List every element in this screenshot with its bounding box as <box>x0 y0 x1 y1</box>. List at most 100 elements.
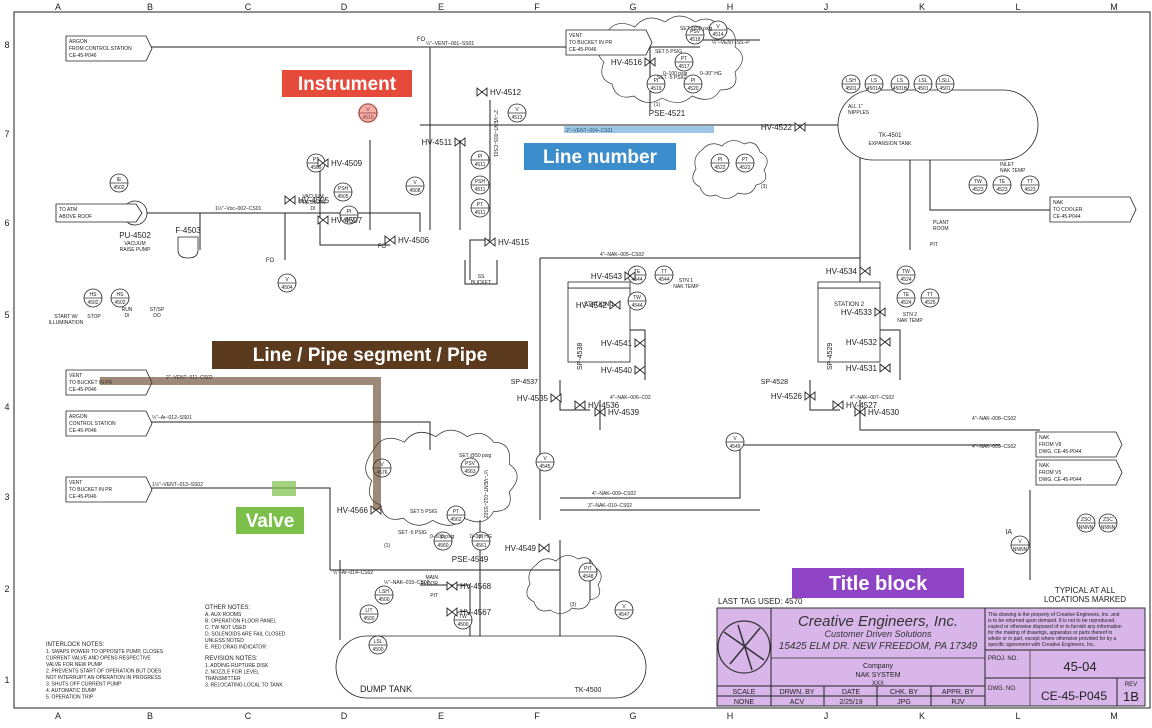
pump-desc-2: RAISE PUMP <box>120 247 152 253</box>
instrument-tag: V <box>543 456 547 462</box>
valve-hv-4536: HV-4536 <box>574 400 620 410</box>
offpage-nak_cooler <box>1049 196 1137 223</box>
company-address: 15425 ELM DR. NEW FREEDOM, PA 17349 <box>779 641 978 652</box>
revision-notes-title: REVISION NOTES: <box>205 656 258 662</box>
offpage-atm-text: ABOVE ROOF <box>59 214 92 220</box>
instrument-number: 4524 <box>900 300 911 306</box>
nipples-2: NIPPLES <box>848 110 870 116</box>
revision-note: 2. NOZZLE FOR LEVEL <box>205 670 259 676</box>
valve-tag: HV-4535 <box>517 394 549 403</box>
valve-hv-4512: HV-4512 <box>476 87 522 97</box>
inlet-temp-2: NAK TEMP <box>1000 168 1026 174</box>
instrument-tag: LSL <box>374 639 383 645</box>
grid-col-G: G <box>629 2 636 12</box>
instrument-tag: V <box>413 180 417 186</box>
stn2-label: STN 2 <box>903 312 917 318</box>
valve-tag: HV-4530 <box>868 408 900 417</box>
grid-col-K: K <box>919 2 925 12</box>
dwg-no: CE-45-P045 <box>1041 689 1107 703</box>
offpage-nak_v8 <box>1035 431 1123 458</box>
line-number-vent_ss: ½"–VENT–SS–P <box>712 39 750 46</box>
instrument-callout: Instrument <box>298 74 397 95</box>
instrument-number: 4562 <box>450 517 461 523</box>
instrument-tag: LSH <box>379 589 389 595</box>
offpage-argon_mid-text: ARGON <box>69 414 88 420</box>
offpage-nak_cooler-text: NAK <box>1053 200 1064 206</box>
instrument-tag: PI <box>654 78 659 84</box>
instrument-number: 4500 <box>378 597 389 603</box>
grid-row-5: 5 <box>4 310 9 320</box>
grid-col-D: D <box>341 2 348 12</box>
pse-top: PSE-4521 <box>649 109 686 118</box>
instrument-number: 4522 <box>739 165 750 171</box>
valve-tag: HV-4540 <box>601 366 633 375</box>
valve-hv-4506: HV-4506 <box>384 235 430 245</box>
system-sub: XXX <box>872 681 884 687</box>
tb-header: DATE <box>842 689 860 696</box>
valve-tag: HV-4534 <box>826 267 858 276</box>
instrument-tag: PSV <box>465 461 476 467</box>
offpage-vent_low <box>65 476 153 503</box>
instrument-number: 4563 <box>464 469 475 475</box>
revision-note: TRANSMITTER <box>205 676 241 682</box>
instrument-number: 4513 <box>511 115 522 121</box>
company-slogan: Customer Driven Solutions <box>824 629 932 639</box>
revision-clouds <box>365 15 768 614</box>
labels: ½"–VENT–001–SS012"–VENT–004–CS011½"–Voc–… <box>49 26 1127 694</box>
grid-col-bottom-L: L <box>1015 711 1020 721</box>
instrument-tag: V <box>1018 539 1022 545</box>
instrument-number: 4544 <box>658 277 669 283</box>
valve-tag: HV-4516 <box>611 58 643 67</box>
line-number-nak015: ½"–NAK–015–CS02 <box>384 579 430 586</box>
set-range_low1: 0–100 psig <box>430 534 455 540</box>
line-number-nak008: 4"–NAK–008–CS02 <box>972 416 1016 422</box>
instrument-tag: TT <box>661 269 667 275</box>
valve-tag: HV-4568 <box>460 582 492 591</box>
title-block-callout-box <box>792 568 964 598</box>
fail-open-a: FO <box>417 37 426 43</box>
instrument-number: 4505 <box>337 194 348 200</box>
line-number-vent001: ½"–VENT–001–SS01 <box>426 40 474 47</box>
grid-col-bottom-F: F <box>534 711 540 721</box>
main-floor: MAIN <box>426 575 439 581</box>
tb-value: 2/25/19 <box>839 699 862 706</box>
instrument-bubbles: V4514V4510V4513PT4509PSH4505V4508PI4507P… <box>83 20 1118 655</box>
instrument-number: 4500 <box>457 622 468 628</box>
instrument-number: 4517 <box>678 64 689 70</box>
fail-open-b: FO <box>266 258 275 264</box>
grid-row-2: 2 <box>4 584 9 594</box>
pipe-highlight <box>100 377 381 510</box>
instrument-bubble: PI 4520 <box>683 74 703 94</box>
tank-desc: EXPANSION TANK <box>868 141 912 147</box>
equipment <box>122 89 1039 699</box>
station-2 <box>817 287 881 363</box>
offpage-nak_v5 <box>1035 459 1123 486</box>
instrument-tag: TT <box>927 292 933 298</box>
pit-label-2: PIT <box>430 593 438 599</box>
bucket-label-2: BUCKET <box>471 280 491 286</box>
offpage-vent_mid-text: VENT <box>69 373 82 379</box>
instrument-tag: PI <box>691 78 696 84</box>
start-label-1: ILLUMINATION <box>49 320 84 326</box>
valve-callout: Valve <box>246 511 295 532</box>
instrument-number: 4520 <box>687 86 698 92</box>
instrument-number: 4518 <box>689 37 700 43</box>
instrument-tag: V <box>380 462 384 468</box>
valve-hv-4527: HV-4527 <box>832 400 878 410</box>
instrument-bubble: PSV 4563 <box>460 457 480 477</box>
interlock-note: 5. OPERATION TRIP <box>46 695 94 701</box>
tb-value: RJV <box>951 699 965 706</box>
